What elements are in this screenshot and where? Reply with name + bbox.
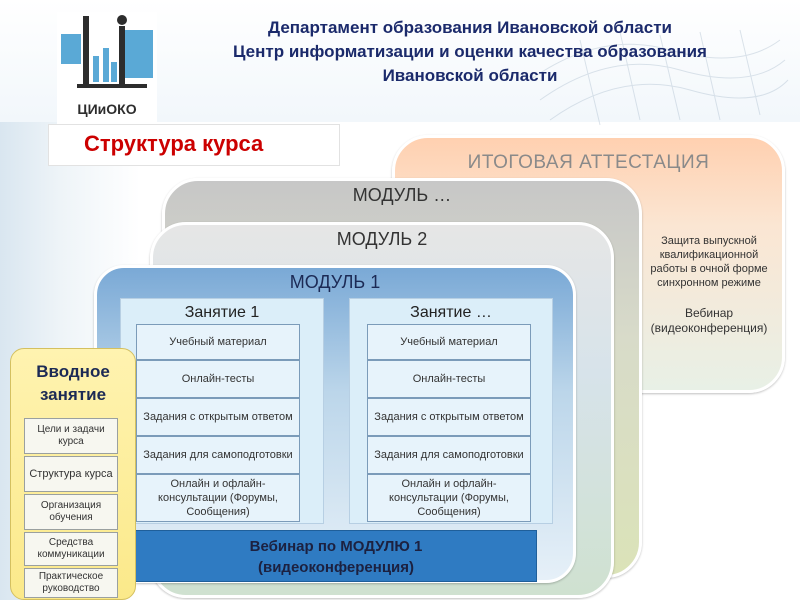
module-dots-title: МОДУЛЬ …	[352, 185, 452, 205]
intro-lesson-title: Вводное занятие	[10, 360, 136, 406]
module-webinar-line-1: Вебинар по МОДУЛЮ 1	[249, 538, 423, 555]
lesson-1-item: Задания с открытым ответом	[136, 398, 300, 436]
final-attestation-description: Защита выпускной квалификационной работы…	[650, 235, 768, 289]
final-attestation-title: ИТОГОВАЯ АТТЕСТАЦИЯ	[467, 152, 710, 173]
lesson-dots-item: Онлайн-тесты	[367, 360, 531, 398]
intro-title-line-1: Вводное	[36, 362, 110, 381]
lesson-dots-item: Онлайн и офлайн-консультации (Форумы, Со…	[367, 474, 531, 522]
intro-item: Средства коммуникации	[24, 532, 118, 566]
intro-item: Структура курса	[24, 456, 118, 492]
intro-item: Практическое руководство	[24, 568, 118, 598]
module-1-webinar: Вебинар по МОДУЛЮ 1 (видеоконференция)	[135, 530, 537, 582]
logo-text: ЦИиОКО	[77, 101, 136, 117]
lesson-1-title: Занятие 1	[184, 304, 260, 321]
lesson-dots-item: Учебный материал	[367, 324, 531, 360]
final-attestation-webinar: Вебинар (видеоконференция)	[650, 306, 768, 335]
lesson-1-item: Учебный материал	[136, 324, 300, 360]
lesson-1-item: Онлайн-тесты	[136, 360, 300, 398]
header: Департамент образования Ивановской облас…	[180, 16, 760, 88]
intro-item: Цели и задачи курса	[24, 418, 118, 454]
logo: ЦИиОКО	[57, 12, 157, 124]
header-line-3: Ивановской области	[382, 66, 558, 85]
lesson-dots-item: Задания для самоподготовки	[367, 436, 531, 474]
header-line-2: Центр информатизации и оценки качества о…	[233, 42, 707, 61]
intro-title-line-2: занятие	[39, 385, 107, 404]
module-webinar-line-2: (видеоконференция)	[257, 559, 415, 576]
title-banner	[48, 124, 340, 166]
logo-icon: ЦИиОКО	[61, 15, 153, 117]
intro-item: Организация обучения	[24, 494, 118, 530]
header-line-1: Департамент образования Ивановской облас…	[268, 18, 672, 37]
module-1-title: МОДУЛЬ 1	[289, 272, 381, 292]
lesson-dots-item: Задания с открытым ответом	[367, 398, 531, 436]
page-title: Структура курса	[84, 131, 264, 156]
module-2-title: МОДУЛЬ 2	[336, 229, 428, 249]
lesson-1-item: Онлайн и офлайн-консультации (Форумы, Со…	[136, 474, 300, 522]
lesson-dots-title: Занятие …	[410, 304, 492, 321]
decorative-grid	[529, 29, 789, 126]
lesson-1-item: Задания для самоподготовки	[136, 436, 300, 474]
